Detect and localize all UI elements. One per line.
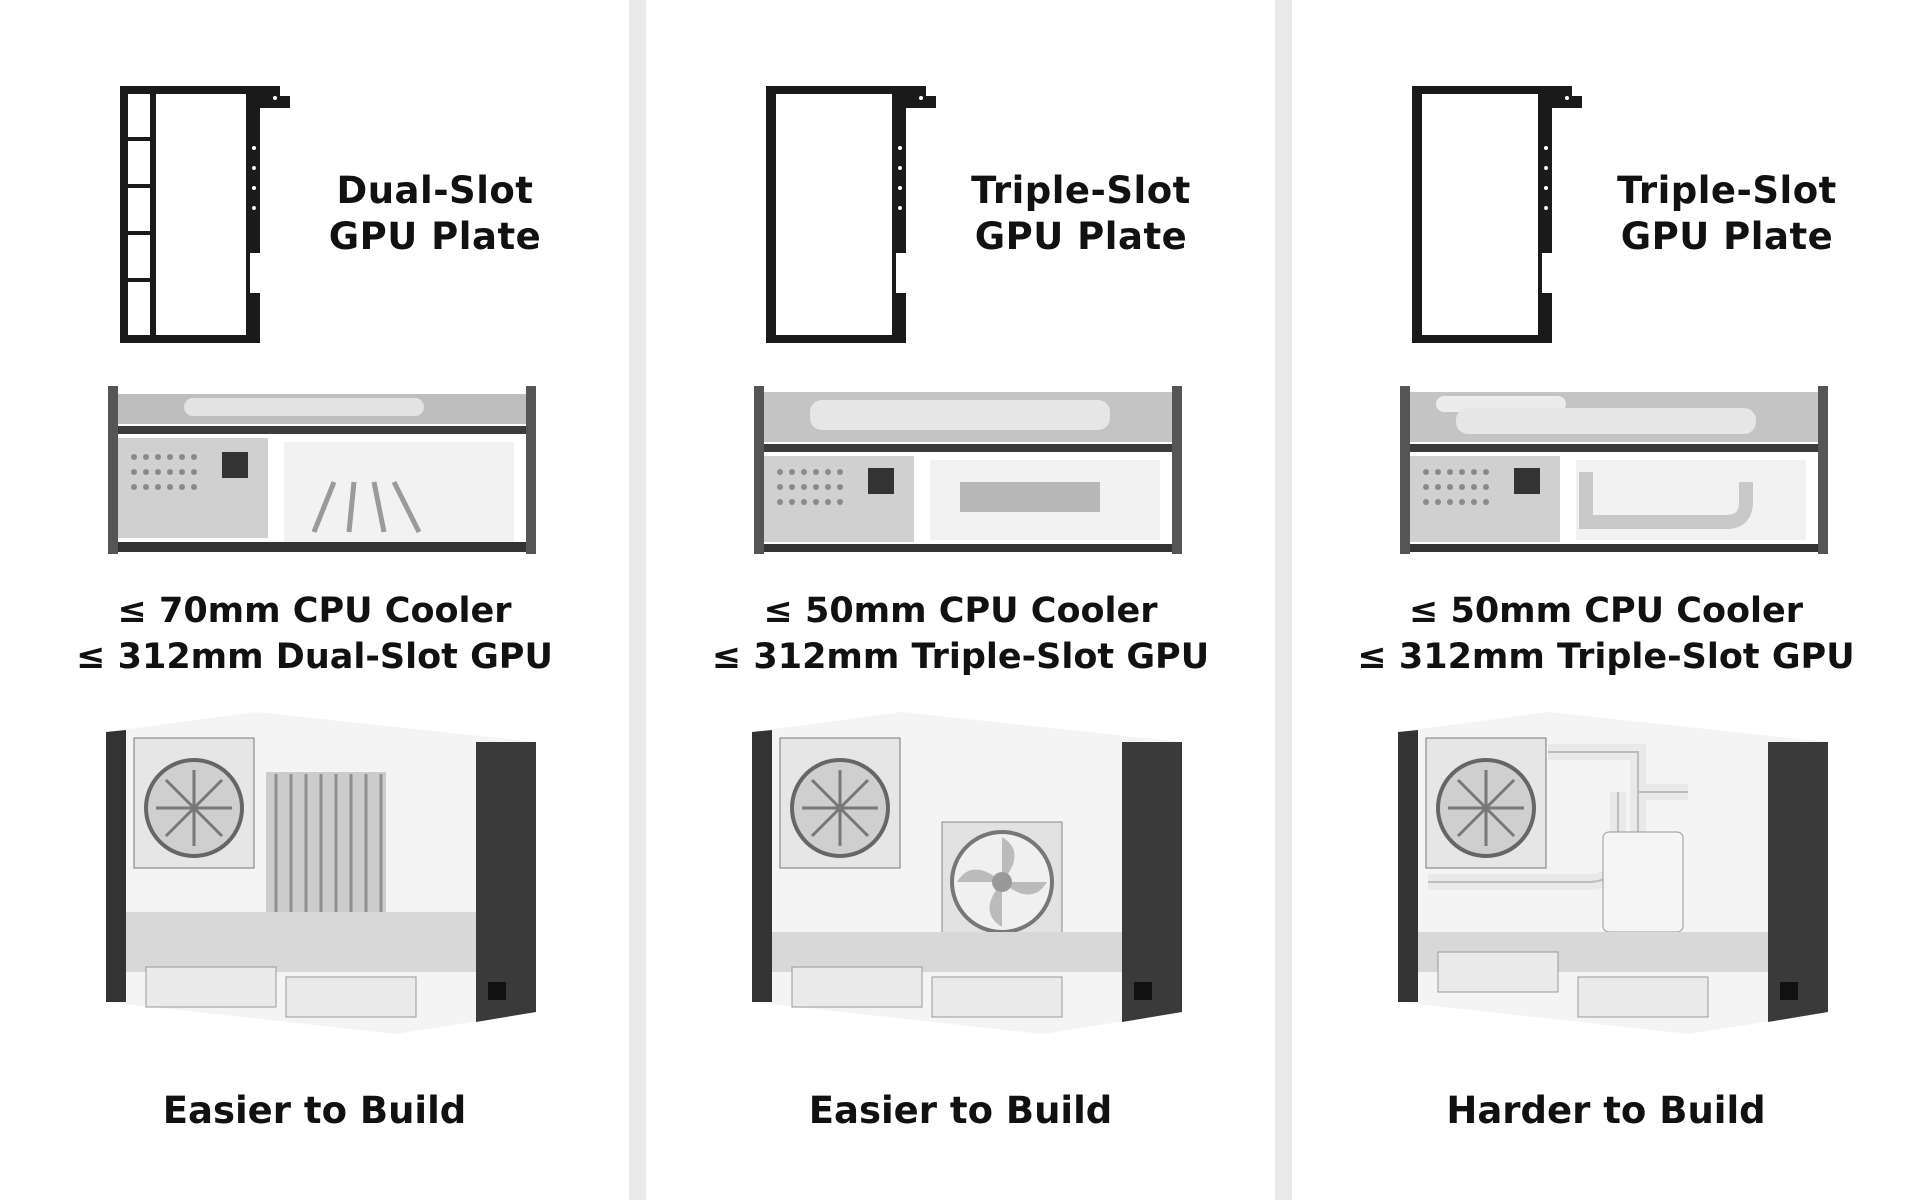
case-isometric-render xyxy=(1398,712,1828,1034)
build-difficulty: Harder to Build xyxy=(1446,1089,1766,1132)
plate-subtitle: GPU Plate xyxy=(974,215,1188,258)
gpu-spec: ≤ 312mm Triple-Slot GPU xyxy=(711,637,1210,677)
plate-label: Dual-Slot GPU Plate xyxy=(300,168,570,260)
plate-title: Triple-Slot xyxy=(971,169,1191,212)
case-isometric-render xyxy=(752,712,1182,1034)
case-front-view-render xyxy=(104,382,540,558)
plate-subtitle: GPU Plate xyxy=(328,215,542,258)
triple-slot-gpu-plate-icon xyxy=(1412,86,1582,343)
panel-triple-slot-water: Triple-Slot GPU Plate ≤ 50mm CPU Cooler xyxy=(1292,0,1920,1200)
gpu-spec: ≤ 312mm Dual-Slot GPU xyxy=(76,637,553,677)
plate-label: Triple-Slot GPU Plate xyxy=(1592,168,1862,260)
compatibility-spec: ≤ 70mm CPU Cooler ≤ 312mm Dual-Slot GPU xyxy=(0,588,629,680)
cpu-cooler-spec: ≤ 50mm CPU Cooler xyxy=(1408,591,1804,631)
cpu-cooler-spec: ≤ 70mm CPU Cooler xyxy=(117,591,512,631)
plate-title: Dual-Slot xyxy=(336,169,534,212)
compatibility-spec: ≤ 50mm CPU Cooler ≤ 312mm Triple-Slot GP… xyxy=(646,588,1275,680)
panel-dual-slot: Dual-Slot GPU Plate xyxy=(0,0,629,1200)
gpu-spec: ≤ 312mm Triple-Slot GPU xyxy=(1357,637,1855,677)
plate-label: Triple-Slot GPU Plate xyxy=(946,168,1216,260)
build-difficulty: Easier to Build xyxy=(162,1089,467,1132)
case-front-view-render xyxy=(750,382,1186,558)
compatibility-spec: ≤ 50mm CPU Cooler ≤ 312mm Triple-Slot GP… xyxy=(1292,588,1920,680)
case-front-view-render xyxy=(1396,382,1832,558)
case-isometric-render xyxy=(106,712,536,1034)
dual-slot-gpu-plate-icon xyxy=(120,86,290,343)
panel-triple-slot-air: Triple-Slot GPU Plate ≤ 50mm CPU Cooler … xyxy=(646,0,1275,1200)
plate-title: Triple-Slot xyxy=(1617,169,1837,212)
triple-slot-gpu-plate-icon xyxy=(766,86,936,343)
cpu-cooler-spec: ≤ 50mm CPU Cooler xyxy=(763,591,1158,631)
plate-subtitle: GPU Plate xyxy=(1620,215,1834,258)
build-difficulty: Easier to Build xyxy=(808,1089,1113,1132)
